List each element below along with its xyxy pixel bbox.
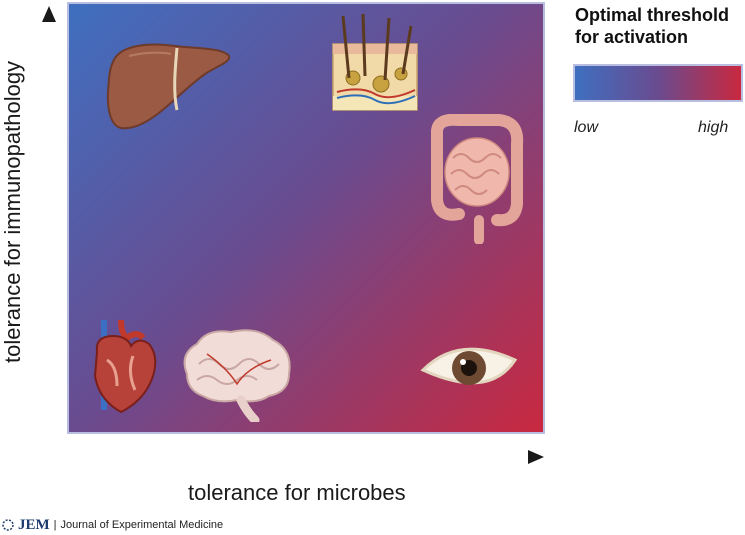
legend-low-label: low [574, 119, 599, 136]
skin-icon [332, 14, 418, 111]
intestine-icon [431, 114, 524, 244]
legend-high-label: high [698, 119, 729, 136]
brain-icon [183, 329, 291, 422]
journal-brand: JEM [18, 516, 50, 533]
journal-name: Journal of Experimental Medicine [60, 519, 224, 531]
x-axis-label: tolerance for microbes [188, 480, 406, 505]
legend-title: Optimal threshold for activation [575, 5, 730, 47]
jem-logo-icon [2, 519, 14, 531]
y-axis-label: tolerance for immunopathology [0, 60, 25, 363]
heart-icon [93, 319, 157, 414]
tolerance-plot-area [67, 2, 545, 434]
journal-footer: JEM | Journal of Experimental Medicine [2, 516, 223, 534]
footer-divider: | [53, 519, 57, 531]
liver-icon [106, 43, 231, 130]
legend-color-bar [573, 64, 743, 102]
eye-icon [420, 347, 518, 385]
